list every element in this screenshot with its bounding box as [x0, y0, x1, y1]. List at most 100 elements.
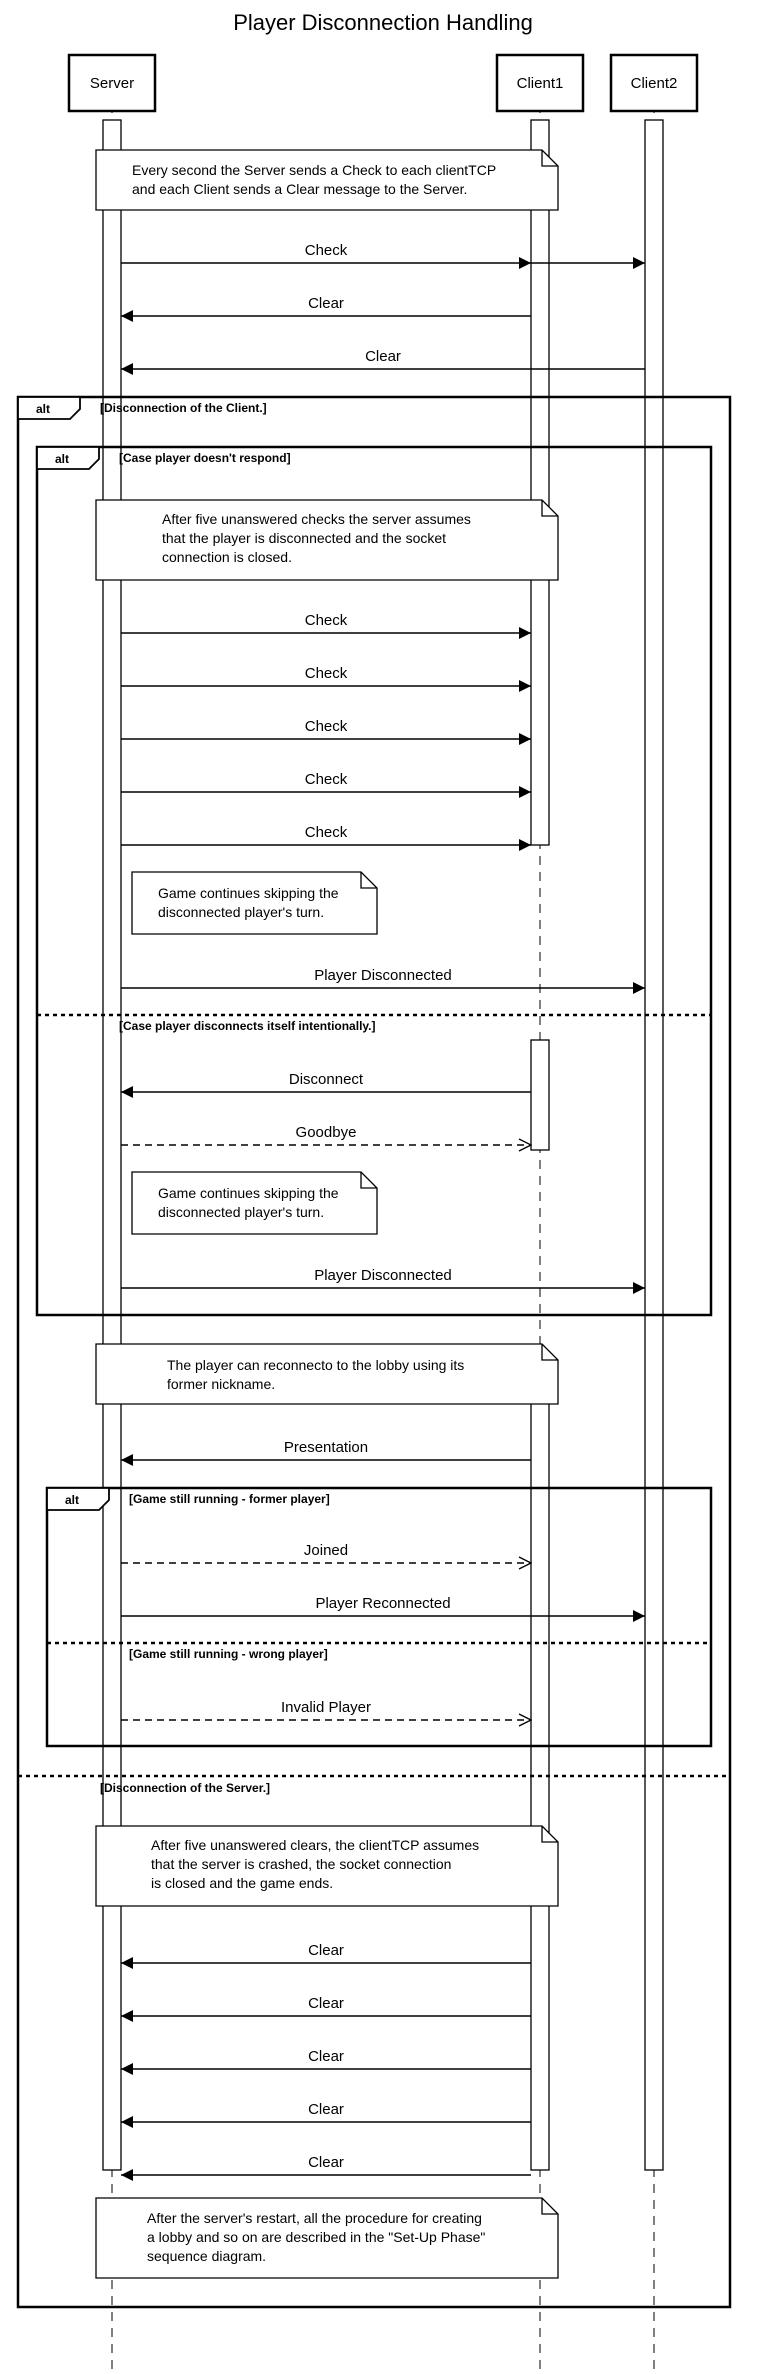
actor-client1: Client1	[495, 53, 585, 113]
actor-box	[495, 53, 585, 113]
message-label: Check	[305, 824, 348, 841]
note-box	[131, 1171, 378, 1235]
frame-border	[45, 1486, 713, 1748]
frame-border	[35, 445, 713, 1317]
note-box	[95, 1825, 559, 1907]
frame-tag-box	[36, 446, 100, 470]
actor-label: Client2	[631, 75, 678, 92]
note-fold	[541, 150, 558, 167]
frame-guard: [Game still running - wrong player]	[129, 1647, 328, 1661]
note-box	[95, 149, 559, 211]
message-check: Check	[121, 665, 531, 692]
message-player-disconnected: Player Disconnected	[121, 1267, 645, 1294]
note: After the server's restart, all the proc…	[95, 2197, 559, 2279]
note-box	[95, 499, 559, 581]
message-label: Presentation	[284, 1439, 368, 1456]
message-check: Check	[121, 771, 531, 798]
note-text-line: After five unanswered checks the server …	[162, 511, 471, 527]
message-clear: Clear	[121, 295, 531, 322]
message-invalid-player: Invalid Player	[121, 1699, 531, 1720]
message-label: Clear	[365, 348, 401, 365]
message-clear: Clear	[121, 2154, 531, 2181]
message-label: Player Disconnected	[314, 967, 452, 984]
message-label: Clear	[308, 2154, 344, 2171]
note-text-line: disconnected player's turn.	[158, 904, 324, 920]
note: Game continues skipping the disconnected …	[131, 871, 378, 935]
note: Game continues skipping the disconnected …	[131, 1171, 378, 1235]
frame-tag: alt	[65, 1493, 79, 1507]
frame-tag: alt	[55, 452, 69, 466]
message-label: Joined	[304, 1542, 348, 1559]
note-text-line: The player can reconnecto to the lobby u…	[167, 1357, 464, 1373]
note: Every second the Server sends a Check to…	[95, 149, 559, 211]
alt-frame: alt [Disconnection of the Client.] [Discon…	[16, 395, 732, 2309]
message-clear: Clear	[121, 348, 645, 375]
frame-tag-box	[17, 396, 81, 420]
message-label: Check	[305, 665, 348, 682]
message-player-disconnected: Player Disconnected	[121, 967, 645, 994]
note-text-line: connection is closed.	[162, 549, 292, 565]
activation-bar	[530, 119, 550, 846]
note-text-line: that the server is crashed, the socket c…	[151, 1856, 451, 1872]
message-label: Check	[305, 771, 348, 788]
note-text-line: Every second the Server sends a Check to…	[132, 162, 496, 178]
message-presentation: Presentation	[121, 1439, 531, 1466]
note-text-line: Game continues skipping the	[158, 885, 339, 901]
frame-tag: alt	[36, 402, 50, 416]
note-text-line: After the server's restart, all the proc…	[147, 2210, 482, 2226]
message-disconnect: Disconnect	[121, 1071, 531, 1098]
frame-border	[16, 395, 732, 2309]
note-box	[131, 871, 378, 935]
message-check: Check	[121, 718, 531, 745]
frame-guard: [Case player disconnects itself intentio…	[119, 1019, 376, 1033]
message-check: Check	[121, 612, 531, 639]
activation-bar	[530, 1399, 550, 2171]
message-label: Check	[305, 242, 348, 259]
message-check: Check	[121, 824, 531, 851]
message-label: Clear	[308, 2048, 344, 2065]
frame-guard: [Case player doesn't respond]	[119, 451, 291, 465]
message-clear: Clear	[121, 2048, 531, 2075]
note-box	[95, 2197, 559, 2279]
actor-box	[609, 53, 699, 113]
note-text-line: that the player is disconnected and the …	[162, 530, 446, 546]
actor-server: Server	[67, 53, 157, 113]
note-fold	[541, 2198, 558, 2215]
message-label: Clear	[308, 1942, 344, 1959]
message-label: Player Reconnected	[315, 1595, 450, 1612]
note-fold	[541, 1344, 558, 1361]
alt-frame: alt [Case player doesn't respond] [Case pl…	[35, 445, 713, 1317]
note-fold	[360, 1172, 377, 1189]
frame-guard: [Disconnection of the Client.]	[100, 401, 267, 415]
note-fold	[360, 872, 377, 889]
actor-box	[67, 53, 157, 113]
message-clear: Clear	[121, 1995, 531, 2022]
note-text-line: former nickname.	[167, 1376, 275, 1392]
note-text-line: Game continues skipping the	[158, 1185, 339, 1201]
note-text-line: is closed and the game ends.	[151, 1875, 333, 1891]
message-label: Check	[305, 612, 348, 629]
note-text-line: a lobby and so on are described in the "…	[147, 2229, 485, 2245]
note-fold	[541, 500, 558, 517]
note-box	[95, 1343, 559, 1405]
message-label: Clear	[308, 2101, 344, 2118]
message-goodbye: Goodbye	[121, 1124, 531, 1145]
message-joined: Joined	[121, 1542, 531, 1563]
actor-label: Client1	[517, 75, 564, 92]
frame-tag-box	[46, 1487, 110, 1511]
note: After five unanswered clears, the client…	[95, 1825, 559, 1907]
note-text-line: and each Client sends a Clear message to…	[132, 181, 467, 197]
note-text-line: disconnected player's turn.	[158, 1204, 324, 1220]
message-label: Check	[305, 718, 348, 735]
note: The player can reconnecto to the lobby u…	[95, 1343, 559, 1405]
note-text-line: After five unanswered clears, the client…	[151, 1837, 479, 1853]
message-clear: Clear	[121, 2101, 531, 2128]
message-label: Player Disconnected	[314, 1267, 452, 1284]
message-label: Clear	[308, 1995, 344, 2012]
message-label: Clear	[308, 295, 344, 312]
note-fold	[541, 1826, 558, 1843]
message-label: Invalid Player	[281, 1699, 371, 1716]
frame-guard: [Disconnection of the Server.]	[100, 1781, 270, 1795]
diagram-title: Player Disconnection Handling	[233, 10, 533, 35]
